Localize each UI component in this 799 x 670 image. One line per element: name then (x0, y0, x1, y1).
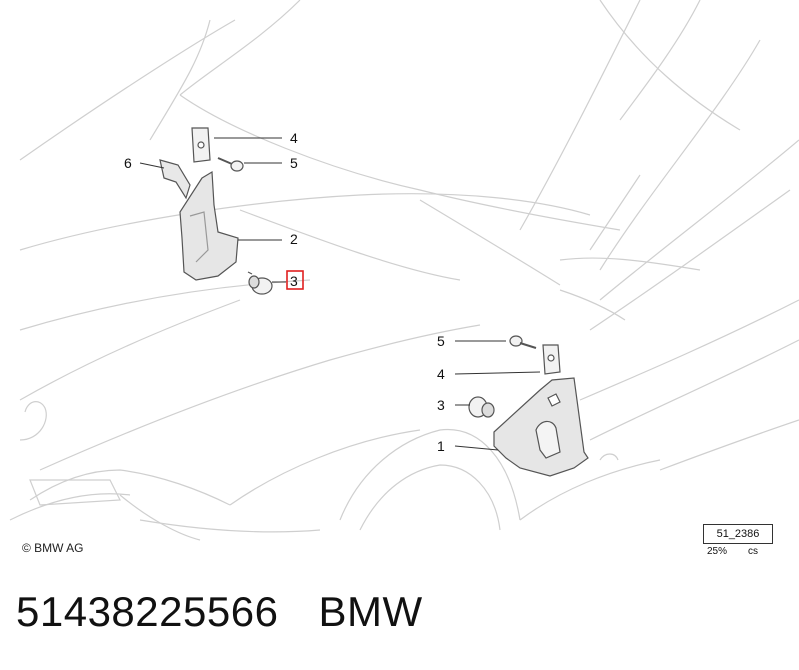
lower-callouts (454, 340, 541, 451)
scale-suffix: cs (748, 546, 758, 557)
push-clip-part-3-lower (468, 396, 495, 418)
reference-code-box: 51_2386 (703, 524, 773, 544)
car-body-outline (9, 0, 799, 541)
scale-label: 25% (707, 546, 728, 557)
trim-panel-part-2 (179, 170, 239, 281)
part-number: 51438225566 (16, 588, 279, 635)
callout-2-upper: 2 (290, 231, 298, 247)
callout-5-upper: 5 (290, 155, 298, 171)
callout-3-lower: 3 (437, 397, 445, 413)
push-clip-part-3 (247, 271, 273, 295)
callout-4-upper: 4 (290, 130, 298, 146)
callout-1-lower: 1 (437, 438, 445, 454)
copyright-text: © BMW AG (22, 541, 84, 555)
brand-name: BMW (318, 588, 423, 635)
callout-3-upper: 3 (290, 273, 298, 289)
parts-diagram: 4 5 6 2 3 5 4 3 1 (9, 0, 799, 541)
screw-part-5-lower (509, 335, 537, 349)
callout-6-upper: 6 (124, 155, 132, 171)
screw-part-5 (217, 157, 244, 172)
callout-5-lower: 5 (437, 333, 445, 349)
highlight-box (286, 270, 304, 290)
bracket-part-6 (159, 159, 191, 200)
upper-assembly (159, 127, 273, 295)
callout-4-lower: 4 (437, 366, 445, 382)
upper-callouts (139, 137, 286, 283)
part-footer: 51438225566 BMW (16, 588, 423, 636)
lower-assembly (468, 335, 589, 477)
